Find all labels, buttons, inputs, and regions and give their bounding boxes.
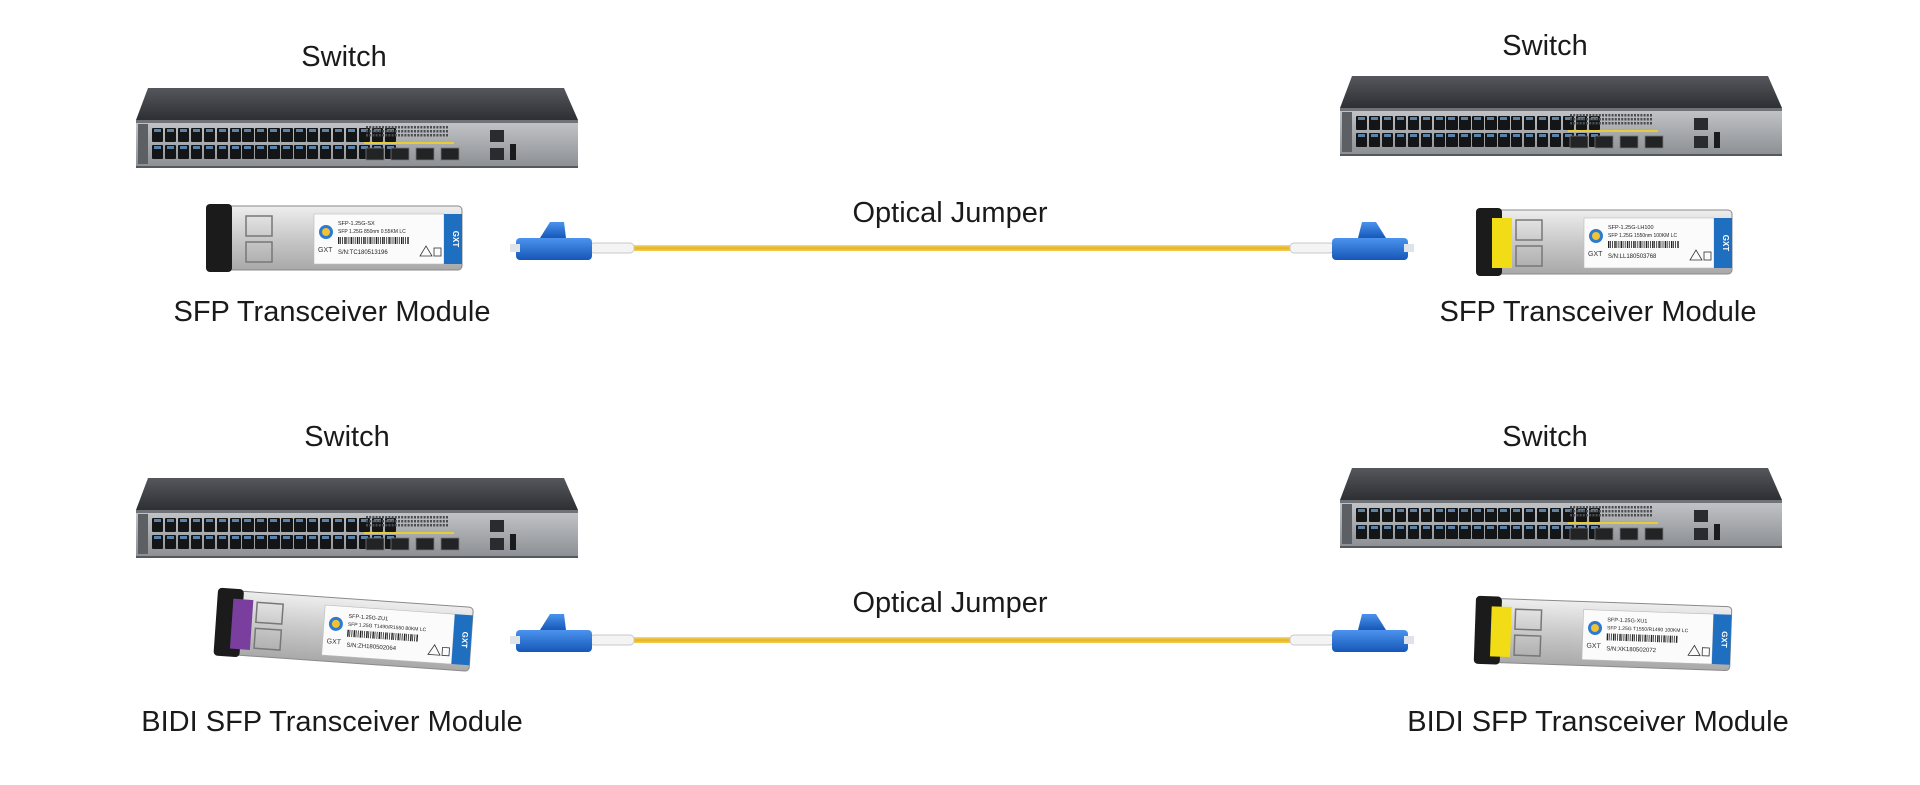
module-brand-text: GXT <box>1588 251 1603 258</box>
module-model-text: SFP-1.25G-XU1 <box>1607 617 1647 624</box>
optical-jumper-label-bottom: Optical Jumper <box>852 587 1048 619</box>
switch-bottom-left <box>136 478 578 558</box>
module-brand-tab-text: GXT <box>460 631 470 648</box>
sfp-module-label-right: SFP Transceiver Module <box>1439 296 1757 328</box>
connector-boot-left <box>589 634 635 646</box>
connector-boot-right <box>1289 242 1335 254</box>
lc-connector-left <box>510 222 592 260</box>
module-brand-text: GXT <box>318 247 333 254</box>
module-brand-text: GXT <box>1586 643 1601 651</box>
optical-jumper-label-top: Optical Jumper <box>852 197 1048 229</box>
module-brand-tab-text: GXT <box>1721 235 1730 252</box>
lc-connector-right <box>1332 614 1414 652</box>
module-model-text: SFP-1.25G-SX <box>338 221 375 227</box>
switch-top-left <box>136 88 578 168</box>
module-spec-text: SFP 1.25G 1550nm 100KM LC <box>1608 233 1678 239</box>
module-serial-text: S/N:LL180503768 <box>1608 254 1657 260</box>
module-brand-tab-text: GXT <box>451 231 460 248</box>
module-model-text: SFP-1.25G-ZU1 <box>348 614 388 623</box>
module-spec-text: SFP 1.25G T1550/R1490 100KM LC <box>1607 625 1689 634</box>
switch-label-top-left: Switch <box>301 41 387 73</box>
fiber-cable <box>630 637 1294 643</box>
bidi-module-label-right: BIDI SFP Transceiver Module <box>1407 706 1789 738</box>
bidi-module-label-left: BIDI SFP Transceiver Module <box>141 706 523 738</box>
module-serial-text: S/N:ZH180502064 <box>346 643 397 652</box>
optical-jumper-bottom <box>510 614 1414 652</box>
module-brand-tab-text: GXT <box>1719 631 1729 648</box>
sfp-module-top-left: GXT SFP-1.25G-SX SFP 1.25G 850nm 0.55KM LC… <box>206 204 463 272</box>
fiber-cable <box>630 245 1294 251</box>
connector-boot-right <box>1289 634 1335 646</box>
switch-label-top-right: Switch <box>1502 30 1588 62</box>
module-brand-text: GXT <box>326 638 342 646</box>
module-serial-text: S/N:TC180513196 <box>338 250 388 256</box>
switch-bottom-right <box>1340 468 1782 548</box>
lc-connector-left <box>510 614 592 652</box>
optical-jumper-top <box>510 222 1414 260</box>
connector-boot-left <box>589 242 635 254</box>
switch-top-right <box>1340 76 1782 156</box>
sfp-module-label-left: SFP Transceiver Module <box>173 296 491 328</box>
switch-label-bottom-left: Switch <box>304 421 390 453</box>
module-serial-text: S/N:XK180502072 <box>1606 646 1657 654</box>
switch-label-bottom-right: Switch <box>1502 421 1588 453</box>
module-spec-text: SFP 1.25G T1490/R1550 80KM LC <box>348 622 427 633</box>
lc-connector-right <box>1332 222 1414 260</box>
module-spec-text: SFP 1.25G 850nm 0.55KM LC <box>338 229 406 235</box>
module-model-text: SFP-1.25G-LH100 <box>1608 225 1654 231</box>
